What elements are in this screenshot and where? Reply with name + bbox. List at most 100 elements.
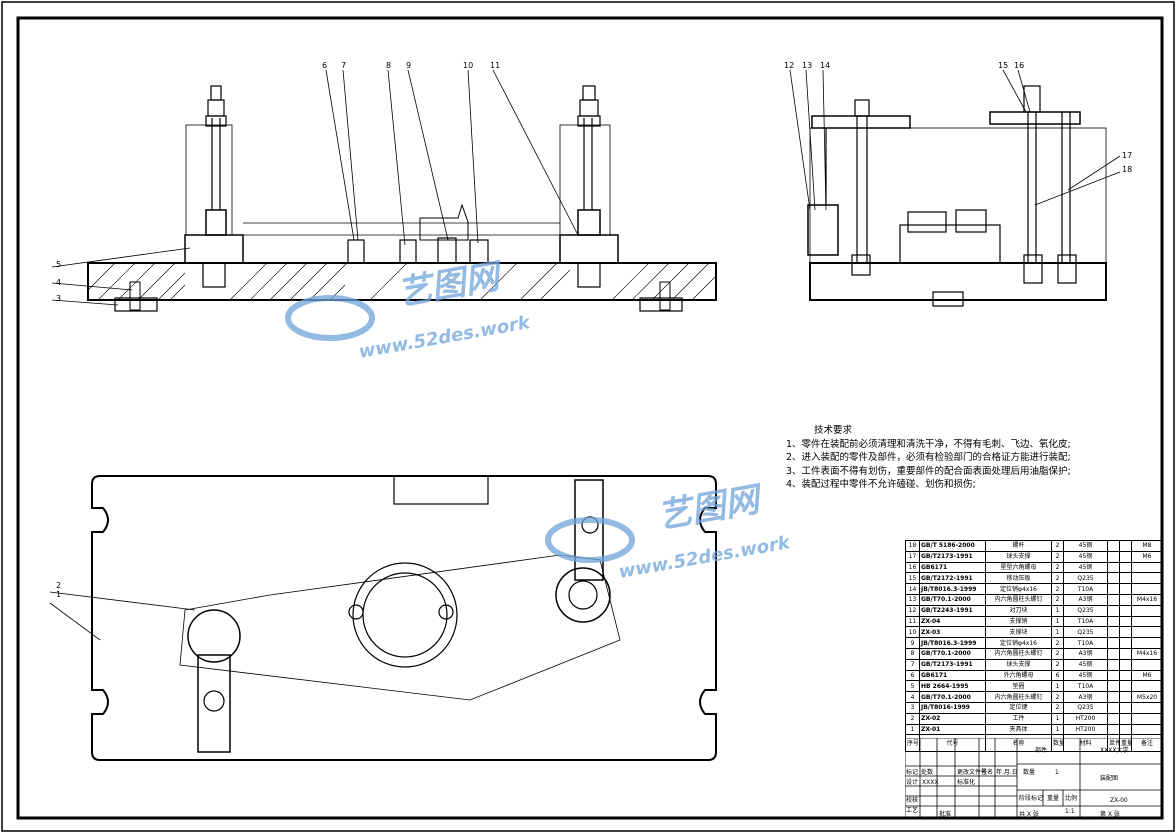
sheet-number: 第 X 张 xyxy=(1100,810,1120,818)
requirement-2: 2、进入装配的零件及部件，必须有检验部门的合格证方能进行装配; xyxy=(786,452,1071,463)
standardization-label: 标准化 xyxy=(957,778,975,786)
bom-cell-code: GB/T2172-1991 xyxy=(919,572,986,585)
row-design: 设计 xyxy=(906,778,918,786)
bom-cell-empty xyxy=(1119,572,1132,585)
bom-cell-qty: 1 xyxy=(1051,723,1064,736)
callout-13: 13 xyxy=(802,61,812,70)
bom-cell-empty xyxy=(1119,658,1132,671)
bom-cell-mat: Q235 xyxy=(1063,626,1108,639)
bom-cell-qty: 6 xyxy=(1051,669,1064,682)
leader-lines xyxy=(49,69,1121,641)
bom-cell-code: JB/T8016.3-1999 xyxy=(919,583,986,595)
approve-label: 批准 xyxy=(939,810,951,818)
bom-cell-mat: T10A xyxy=(1063,583,1108,595)
requirements-title: 技术要求 xyxy=(814,425,853,436)
callout-11: 11 xyxy=(490,61,500,70)
bom-cell-empty xyxy=(1107,680,1120,693)
bom-cell-empty xyxy=(1107,550,1120,563)
bom-cell-empty xyxy=(1119,669,1132,682)
bom-cell-name: 外六角螺母 xyxy=(985,669,1052,682)
callout-18: 18 xyxy=(1122,165,1132,174)
quantity-value: 1 xyxy=(1055,769,1059,776)
bom-cell-empty xyxy=(1107,723,1120,736)
bom-cell-qty: 2 xyxy=(1051,701,1064,714)
bom-cell-note xyxy=(1131,637,1163,649)
bom-cell-name: 支撑块 xyxy=(985,626,1052,639)
bom-cell-note xyxy=(1131,572,1163,585)
requirement-4: 4、装配过程中零件不允许磕碰、划伤和损伤; xyxy=(786,479,976,490)
callout-10: 10 xyxy=(463,61,473,70)
bom-cell-qty: 2 xyxy=(1051,540,1064,552)
bom-cell-qty: 1 xyxy=(1051,626,1064,639)
bom-cell-note: M5x20 xyxy=(1131,691,1163,703)
bom-cell-no: 17 xyxy=(905,550,920,563)
bom-cell-empty xyxy=(1119,615,1132,628)
bom-cell-name: 对刀块 xyxy=(985,604,1052,617)
bom-cell-no: 8 xyxy=(905,647,920,660)
bom-cell-no: 3 xyxy=(905,701,920,714)
bom-cell-mat: 45钢 xyxy=(1063,540,1108,552)
bom-cell-note: M4x16 xyxy=(1131,593,1163,606)
callout-9: 9 xyxy=(406,61,411,70)
bom-cell-empty xyxy=(1119,561,1132,574)
file-label: 更改文件号 xyxy=(957,768,987,776)
bom-cell-empty xyxy=(1119,701,1132,714)
bom-cell-note xyxy=(1131,561,1163,574)
bom-cell-empty xyxy=(1119,637,1132,649)
bom-cell-empty xyxy=(1119,540,1132,552)
bom-cell-mat: T10A xyxy=(1063,615,1108,628)
bom-cell-code: GB/T2173-1991 xyxy=(919,550,986,563)
bom-cell-qty: 2 xyxy=(1051,658,1064,671)
bom-cell-code: GB6171 xyxy=(919,669,986,682)
bom-cell-no: 14 xyxy=(905,583,920,595)
bom-cell-no: 18 xyxy=(905,540,920,552)
requirement-3: 3、工件表面不得有划伤，重要部件的配合面表面处理后用油脂保护; xyxy=(786,465,1071,477)
watermark-url-2: www.52des.work xyxy=(617,532,792,583)
bom-cell-empty xyxy=(1107,701,1120,714)
bom-cell-code: GB6171 xyxy=(919,561,986,574)
bom-cell-qty: 2 xyxy=(1051,647,1064,660)
bom-cell-empty xyxy=(1119,723,1132,736)
bom-cell-qty: 2 xyxy=(1051,691,1064,703)
bom-cell-empty xyxy=(1119,647,1132,660)
bom-cell-no: 13 xyxy=(905,593,920,606)
bom-cell-qty: 2 xyxy=(1051,572,1064,585)
bom-cell-name: 内六角圆柱头螺钉 xyxy=(985,691,1052,703)
bom-cell-code: GB/T70.1-2000 xyxy=(919,647,986,660)
bom-cell-note xyxy=(1131,723,1163,736)
bom-cell-no: 10 xyxy=(905,626,920,639)
bom-cell-code: GB/T2173-1991 xyxy=(919,658,986,671)
bom-cell-empty xyxy=(1119,691,1132,703)
bom-cell-no: 16 xyxy=(905,561,920,574)
bom-cell-mat: 45钢 xyxy=(1063,561,1108,574)
bom-cell-empty xyxy=(1107,669,1120,682)
bom-cell-empty xyxy=(1107,626,1120,639)
bom-cell-note xyxy=(1131,701,1163,714)
bom-cell-empty xyxy=(1119,680,1132,693)
watermark-brand-2: 艺图网 xyxy=(655,479,767,537)
row-mark: 标记 xyxy=(906,768,918,776)
bom-cell-name: 球头支撑 xyxy=(985,658,1052,671)
bom-cell-name: 星型六角螺母 xyxy=(985,561,1052,574)
bom-cell-empty xyxy=(1107,593,1120,606)
bom-cell-code: JB/T8016-1999 xyxy=(919,701,986,714)
callout-14: 14 xyxy=(820,61,830,70)
sheet-total: 共 X 张 xyxy=(1019,810,1039,818)
bom-cell-note xyxy=(1131,626,1163,639)
bom-cell-mat: T10A xyxy=(1063,637,1108,649)
bom-cell-code: GB/T70.1-2000 xyxy=(919,593,986,606)
bom-header-note: 备注 xyxy=(1131,734,1163,753)
quantity-label: 数量 xyxy=(1023,768,1035,776)
bom-cell-no: 2 xyxy=(905,712,920,725)
bom-cell-mat: Q235 xyxy=(1063,572,1108,585)
bom-cell-qty: 1 xyxy=(1051,615,1064,628)
bom-cell-no: 11 xyxy=(905,615,920,628)
